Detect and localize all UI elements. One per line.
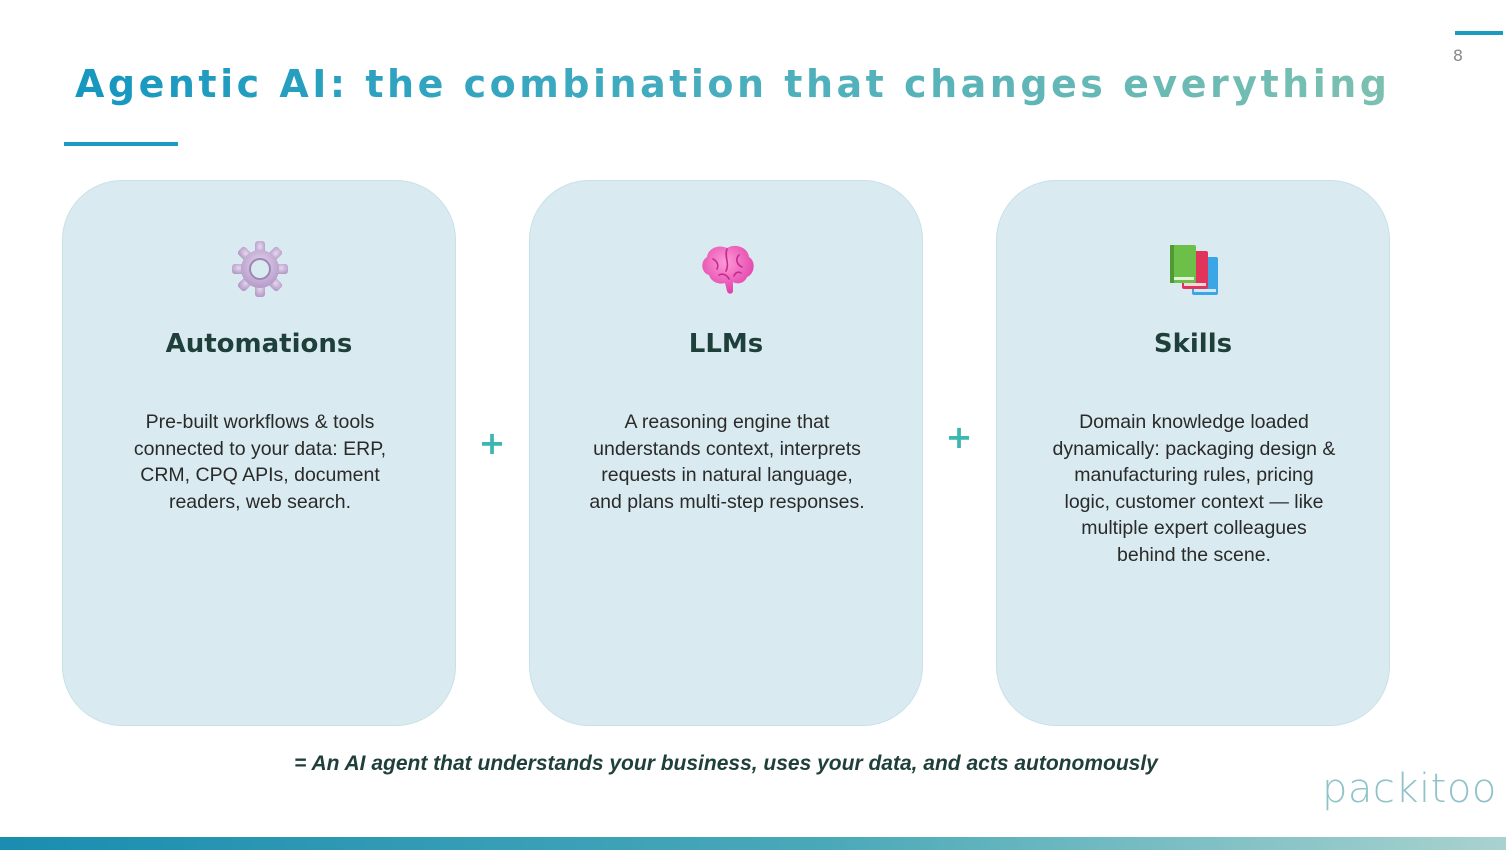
slide-title: Agentic AI: the combination that changes… (75, 62, 1391, 106)
card-title: LLMs (688, 329, 764, 359)
title-underline (64, 142, 178, 146)
bottom-gradient-bar (0, 837, 1506, 850)
card-description: A reasoning engine that understands cont… (589, 411, 865, 513)
brand-logo: packitoo (1322, 766, 1497, 812)
card-title: Skills (1153, 329, 1233, 359)
card-skills: Skills Domain knowledge loaded dynamical… (996, 180, 1390, 726)
card-title: Automations (165, 329, 353, 359)
card-description: Pre-built workflows & tools connected to… (133, 411, 387, 513)
page-number: 8 (1452, 46, 1464, 65)
card-automations: Automations Pre-built workflows & tools … (62, 180, 456, 726)
gear-icon (230, 239, 290, 299)
card-llms: LLMs A reasoning engine that understands… (529, 180, 923, 726)
card-description: Domain knowledge loaded dynamically: pac… (1052, 411, 1336, 566)
plus-operator: + (945, 418, 973, 456)
brain-icon (697, 239, 757, 299)
books-icon (1164, 239, 1224, 299)
plus-operator: + (478, 424, 506, 462)
tagline: = An AI agent that understands your busi… (294, 752, 1158, 775)
top-right-accent-bar (1455, 31, 1503, 35)
